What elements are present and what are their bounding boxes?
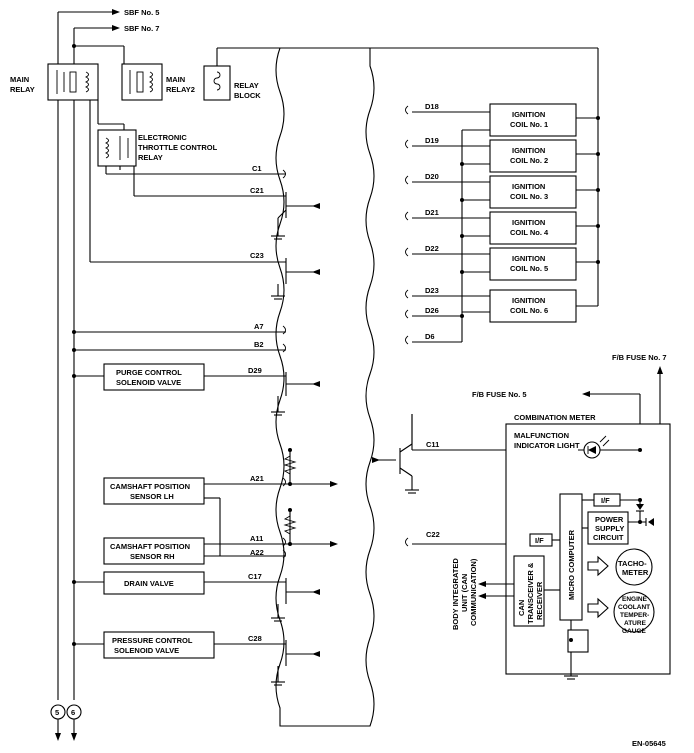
relay-block xyxy=(203,47,599,306)
if-c22: I/F xyxy=(535,536,544,545)
relay-block-label-2: BLOCK xyxy=(234,91,261,100)
ps-l1: POWER xyxy=(595,515,624,524)
pin-c17: C17 xyxy=(248,572,262,581)
mil-l1: MALFUNCTION xyxy=(514,431,569,440)
purge-l1: PURGE CONTROL xyxy=(116,368,182,377)
pin-d26: D26 xyxy=(425,306,439,315)
transistor-c23 xyxy=(271,258,320,300)
meter-title: COMBINATION METER xyxy=(514,413,596,422)
pressure-l2: SOLENOID VALVE xyxy=(114,646,179,655)
pin-d22: D22 xyxy=(425,244,439,253)
gauge-l5: GAUGE xyxy=(622,628,647,635)
pin-d23: D23 xyxy=(425,286,439,295)
ps-l2: SUPPLY xyxy=(595,524,624,533)
ps-l3: CIRCUIT xyxy=(593,533,624,542)
pressure-solenoid xyxy=(103,631,320,686)
coil3-l2: COIL No. 3 xyxy=(510,192,548,201)
pressure-l1: PRESSURE CONTROL xyxy=(112,636,193,645)
svg-text:6: 6 xyxy=(71,708,75,717)
body-l2: UNIT (CAN xyxy=(460,574,469,612)
main-relay xyxy=(47,63,99,101)
main-relay-2 xyxy=(121,63,163,101)
camlh-l2: SENSOR LH xyxy=(130,492,174,501)
gauge-l2: COOLANT xyxy=(618,604,650,611)
camrh-l1: CAMSHAFT POSITION xyxy=(110,542,190,551)
etc-relay-label-2: THROTTLE CONTROL xyxy=(138,143,218,152)
pin-d19: D19 xyxy=(425,136,439,145)
camlh-l1: CAMSHAFT POSITION xyxy=(110,482,190,491)
etc-relay xyxy=(97,100,286,175)
bus-lines xyxy=(57,100,286,700)
main-relay-label-2: RELAY xyxy=(10,85,35,94)
fb7-label: F/B FUSE No. 7 xyxy=(612,353,667,362)
ignition-coils xyxy=(412,103,600,343)
coil6-l2: COIL No. 6 xyxy=(510,306,548,315)
coil4-l2: COIL No. 4 xyxy=(510,228,549,237)
ecm-body xyxy=(275,47,375,727)
drain-valve xyxy=(103,571,320,622)
fb5-label: F/B FUSE No. 5 xyxy=(472,390,527,399)
pin-a21: A21 xyxy=(250,474,264,483)
pin-a11: A11 xyxy=(250,534,263,543)
etc-relay-label-3: RELAY xyxy=(138,153,163,162)
coil1-l1: IGNITION xyxy=(512,110,545,119)
pin-b2: B2 xyxy=(254,340,264,349)
camrh-l2: SENSOR RH xyxy=(130,552,175,561)
mil-l2: INDICATOR LIGHT xyxy=(514,441,580,450)
pin-c11: C11 xyxy=(426,440,439,449)
tacho-l2: METER xyxy=(622,568,649,577)
pin-c1: C1 xyxy=(252,164,262,173)
if-top: I/F xyxy=(601,496,610,505)
pin-d29: D29 xyxy=(248,366,262,375)
etc-relay-label-1: ELECTRONIC xyxy=(138,133,187,142)
pin-d18: D18 xyxy=(425,102,439,111)
gauge-l4: ATURE xyxy=(624,620,647,627)
tacho-l1: TACHO- xyxy=(618,559,647,568)
coil5-l2: COIL No. 5 xyxy=(510,264,548,273)
camshaft-sensors xyxy=(103,448,338,565)
coil6-l1: IGNITION xyxy=(512,296,545,305)
pin-c21: C21 xyxy=(250,186,264,195)
sbf-lines xyxy=(57,9,125,66)
pin-c22: C22 xyxy=(426,530,440,539)
ecm-break-marks xyxy=(282,105,409,559)
pin-a22: A22 xyxy=(250,548,264,557)
can-l2: TRANSCEIVER & xyxy=(526,562,535,624)
purge-l2: SOLENOID VALVE xyxy=(116,378,181,387)
pin-c28: C28 xyxy=(248,634,262,643)
terminal-5: 5 xyxy=(50,704,66,741)
combination-meter xyxy=(478,423,671,680)
coil2-l1: IGNITION xyxy=(512,146,545,155)
svg-text:5: 5 xyxy=(55,708,59,717)
pin-d21: D21 xyxy=(425,208,439,217)
pin-d6: D6 xyxy=(425,332,435,341)
coil3-l1: IGNITION xyxy=(512,182,545,191)
can-l1: CAN xyxy=(517,600,526,616)
sbf5-label: SBF No. 5 xyxy=(124,8,159,17)
coil2-l2: COIL No. 2 xyxy=(510,156,548,165)
coil1-l2: COIL No. 1 xyxy=(510,120,548,129)
drain-label: DRAIN VALVE xyxy=(124,579,174,588)
main-relay2-label-2: RELAY2 xyxy=(166,85,195,94)
sbf7-label: SBF No. 7 xyxy=(124,24,159,33)
pin-a7: A7 xyxy=(254,322,264,331)
can-l3: RECEIVER xyxy=(535,581,544,620)
body-l1: BODY INTEGRATED xyxy=(451,558,460,630)
pin-c23: C23 xyxy=(250,251,264,260)
relay-block-label-1: RELAY xyxy=(234,81,259,90)
gauge-l3: TEMPER- xyxy=(620,612,649,619)
diagram-code: EN-05645 xyxy=(632,739,666,748)
main-relay2-label-1: MAIN xyxy=(166,75,185,84)
main-relay-label-1: MAIN xyxy=(10,75,29,84)
body-l3: COMMUNICATION) xyxy=(469,558,478,626)
coil5-l1: IGNITION xyxy=(512,254,545,263)
purge-solenoid xyxy=(103,363,320,416)
gauge-l1: ENGINE xyxy=(622,596,648,603)
coil4-l1: IGNITION xyxy=(512,218,545,227)
terminal-6: 6 xyxy=(66,704,82,741)
micro-label: MICRO COMPUTER xyxy=(567,529,576,600)
transistor-c21 xyxy=(133,166,320,240)
pin-d20: D20 xyxy=(425,172,439,181)
